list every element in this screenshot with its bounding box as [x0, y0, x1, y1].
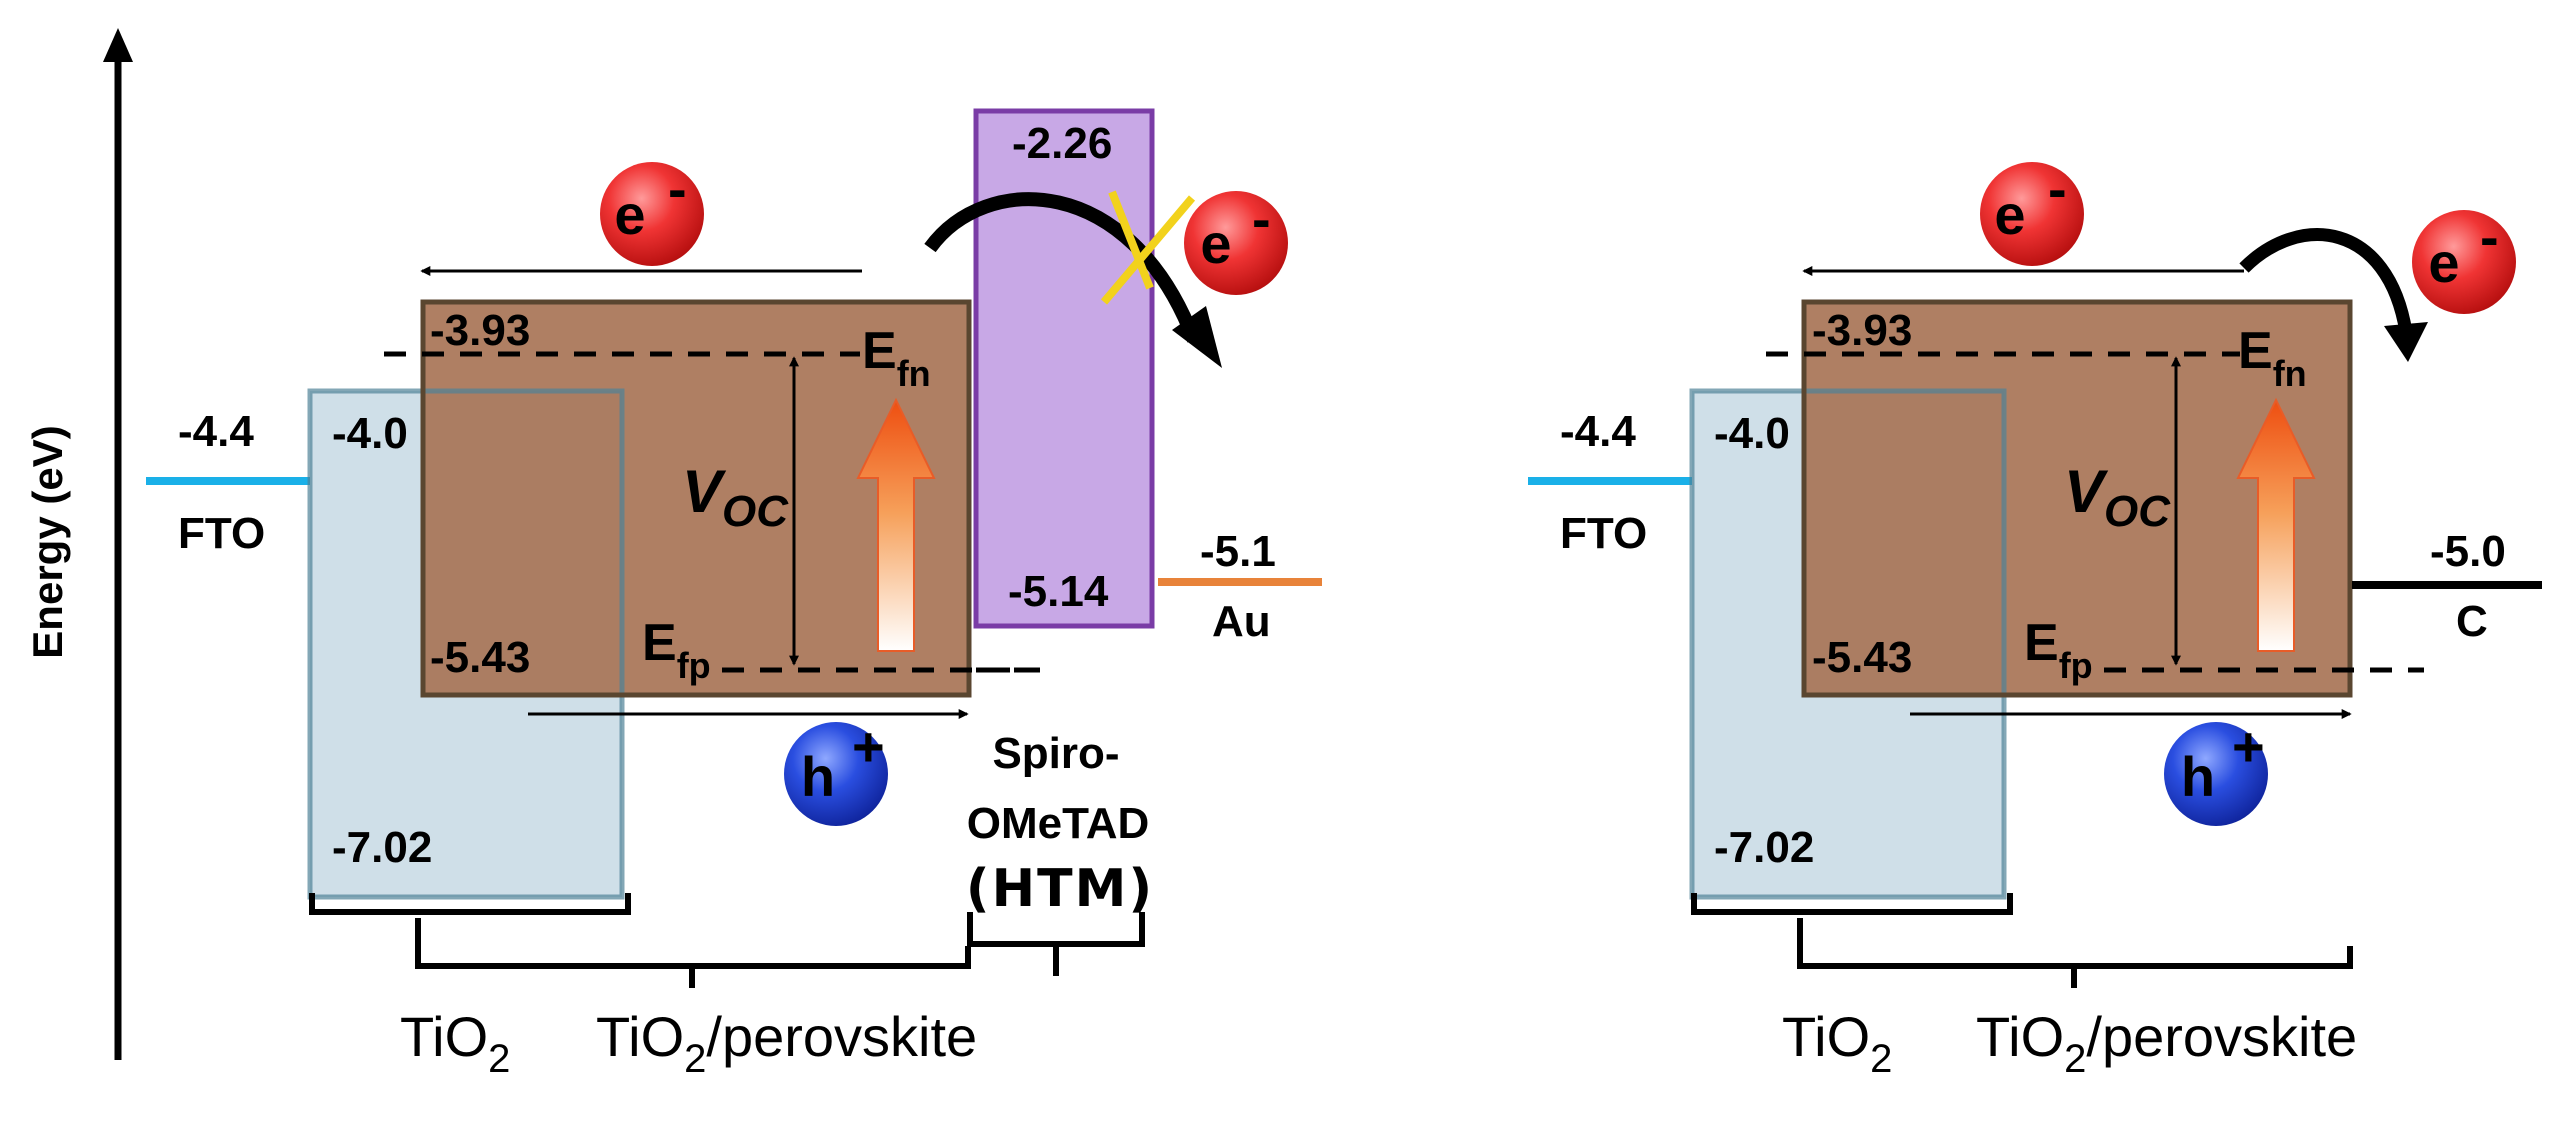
electron-transfer-arrowhead: [2384, 322, 2428, 362]
tio2-caption: TiO2: [1782, 1005, 1892, 1081]
tio2-cb-value: -4.0: [1714, 409, 1790, 458]
efp-sub: fp: [2059, 645, 2093, 686]
voc-sub: OC: [722, 487, 789, 536]
tio2-caption-main: TiO: [400, 1005, 488, 1068]
tio2-perovskite-caption-sub: 2: [684, 1037, 706, 1081]
htm-bottom-value: -5.14: [1008, 567, 1109, 616]
excitation-arrow: [856, 397, 936, 652]
tio2-bracket: [1691, 893, 2013, 915]
tio2-caption-main: TiO: [1782, 1005, 1870, 1068]
efn-sub: fn: [897, 353, 931, 394]
perovskite-band-edge: [420, 299, 972, 698]
tio2-caption-sub: 2: [1870, 1037, 1892, 1081]
tio2-band-edge: [307, 388, 625, 900]
efp-main: E: [642, 614, 677, 672]
axis-title: Energy (eV): [24, 425, 71, 658]
tio2-perovskite-caption-rest: /perovskite: [706, 1005, 977, 1068]
tio2-perovskite-bracket: [415, 918, 971, 988]
au-value: -5.1: [1200, 527, 1276, 576]
carbon-label: C: [2456, 597, 2488, 646]
electron-transfer-symbol: e: [2428, 231, 2459, 294]
electron-transfer-curve: [2239, 228, 2413, 334]
carbon-value: -5.0: [2430, 527, 2506, 576]
electron-icon: e -: [1980, 157, 2084, 266]
efp-sub: fp: [677, 645, 711, 686]
electron-transfer-icon: e -: [2412, 205, 2516, 314]
efn-main: E: [862, 322, 897, 380]
tio2-cb-value: -4.0: [332, 409, 408, 458]
perovskite-vb-value: -5.43: [1812, 633, 1912, 682]
perovskite-cb-value: -3.93: [430, 306, 530, 355]
tio2-caption: TiO2: [400, 1005, 510, 1081]
efn-main: E: [2238, 322, 2273, 380]
hole-charge: +: [2232, 715, 2265, 778]
au-label: Au: [1212, 597, 1271, 646]
electron-symbol: e: [614, 183, 645, 246]
tio2-bracket: [309, 893, 631, 915]
voc-main: V: [682, 458, 727, 525]
hole-icon: h +: [2164, 715, 2268, 826]
electron-blocked-charge: -: [1252, 187, 1271, 250]
blocked-cross-icon: [1100, 190, 1196, 305]
fto-value: -4.4: [1560, 407, 1636, 456]
htm-name-line1: Spiro-: [992, 729, 1119, 778]
fto-label: FTO: [178, 509, 265, 558]
blocked-electron-arrowhead: [1172, 306, 1222, 368]
voc-main: V: [2064, 458, 2109, 525]
electron-charge: -: [668, 157, 687, 220]
perovskite-cb-value: -3.93: [1812, 306, 1912, 355]
efn-label: Efn: [862, 322, 931, 394]
hole-symbol: h: [2181, 745, 2215, 808]
tio2-perovskite-caption-sub: 2: [2064, 1037, 2086, 1081]
hole-icon: h +: [784, 715, 888, 826]
electron-blocked-symbol: e: [1200, 212, 1231, 275]
electron-symbol: e: [1994, 183, 2025, 246]
efp-label: Efp: [642, 614, 711, 686]
efn-sub: fn: [2273, 353, 2307, 394]
tio2-vb-value: -7.02: [1714, 823, 1814, 872]
voc-label: VOC: [2064, 458, 2171, 536]
fto-label: FTO: [1560, 509, 1647, 558]
voc-label: VOC: [682, 458, 789, 536]
axis-arrow-head: [103, 28, 133, 62]
tio2-perovskite-caption-main: TiO: [596, 1005, 684, 1068]
excitation-arrow: [2236, 397, 2316, 652]
htm-name-line3: (HTM): [966, 859, 1154, 919]
htm-name-line2: OMeTAD: [967, 799, 1150, 848]
fto-value: -4.4: [178, 407, 254, 456]
efn-label: Efn: [2238, 322, 2307, 394]
efp-label: Efp: [2024, 614, 2093, 686]
electron-transfer-charge: -: [2480, 205, 2499, 268]
perovskite-band-edge: [1801, 299, 2353, 698]
tio2-perovskite-caption: TiO2/perovskite: [1976, 1005, 2357, 1081]
tio2-vb-value: -7.02: [332, 823, 432, 872]
left-panel-au-device: -4.4 FTO -3.93 -4.0 -5.43 -7.02 VOC Efn …: [146, 108, 1322, 1081]
tio2-caption-sub: 2: [488, 1037, 510, 1081]
tio2-perovskite-caption: TiO2/perovskite: [596, 1005, 977, 1081]
tio2-perovskite-caption-rest: /perovskite: [2086, 1005, 2357, 1068]
right-panel-carbon-device: -4.4 FTO -3.93 -4.0 -5.43 -7.02 VOC Efn …: [1528, 157, 2542, 1081]
electron-icon: e -: [600, 157, 704, 266]
tio2-band-edge: [1689, 388, 2007, 900]
tio2-perovskite-bracket: [1797, 918, 2353, 988]
voc-sub: OC: [2104, 487, 2171, 536]
htm-bracket: [967, 912, 1145, 976]
htm-top-value: -2.26: [1012, 119, 1112, 168]
energy-axis: Energy (eV): [24, 28, 133, 1060]
electron-blocked-icon: e -: [1184, 187, 1288, 295]
hole-charge: +: [852, 715, 885, 778]
electron-charge: -: [2048, 157, 2067, 220]
blocked-electron-curve: [924, 192, 1201, 343]
hole-symbol: h: [801, 745, 835, 808]
perovskite-vb-value: -5.43: [430, 633, 530, 682]
tio2-perovskite-caption-main: TiO: [1976, 1005, 2064, 1068]
htm-band-box: [976, 111, 1152, 626]
efp-main: E: [2024, 614, 2059, 672]
htm-band-edge: [973, 108, 1155, 629]
